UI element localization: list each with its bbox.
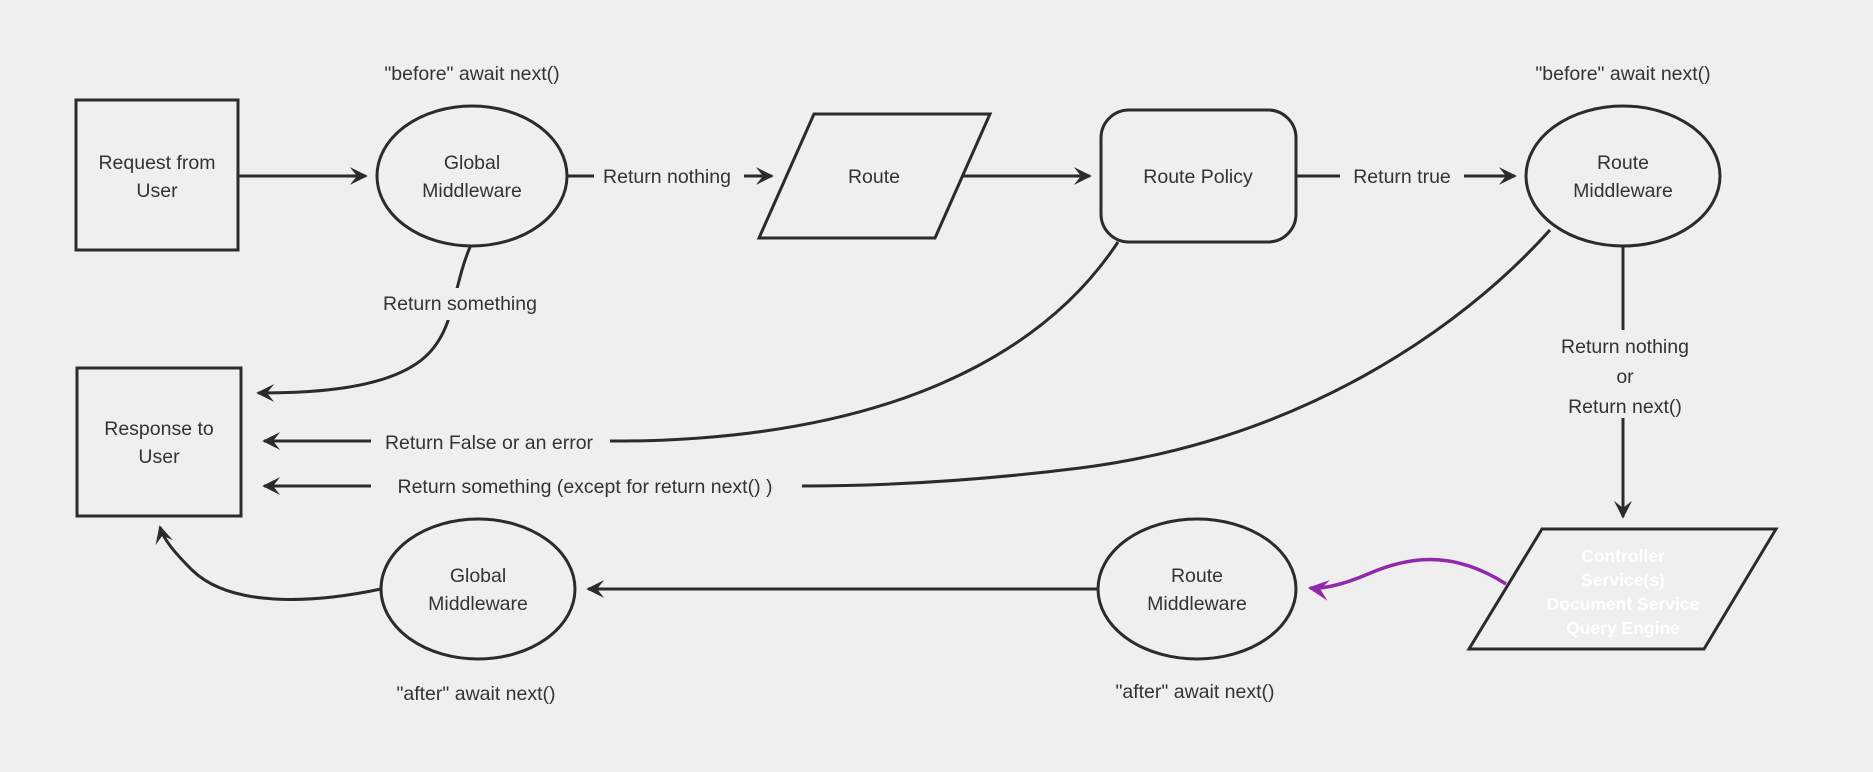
annotation-after-await-route: "after" await next() (1115, 681, 1274, 703)
node-response-to-user-line1: Response to (104, 418, 214, 440)
node-controller-services-line4: Query Engine (1566, 618, 1680, 638)
edge-label-return-something-bg (366, 288, 556, 320)
node-controller-services-line3: Document Service (1547, 594, 1700, 614)
annotation-before-await-route: "before" await next() (1535, 63, 1710, 85)
edge-global-after-to-response (155, 525, 382, 601)
edge-label-return-true: Return true (1353, 166, 1451, 188)
edge-label-return-nothing-or-line3: Return next() (1568, 396, 1682, 418)
annotation-before-await-global: "before" await next() (384, 63, 559, 85)
edge-label-return-something-except: Return something (except for return next… (398, 476, 773, 498)
node-route-middleware-before-line2: Middleware (1573, 180, 1673, 202)
node-request-from-user-line1: Request from (98, 152, 215, 174)
node-global-middleware-before-line1: Global (444, 152, 500, 174)
node-route-middleware-after (1096, 517, 1298, 661)
node-route-middleware-before-line1: Route (1597, 152, 1649, 174)
edge-controller-to-routemw-after (1307, 557, 1507, 601)
node-request-from-user-line2: User (136, 180, 178, 202)
node-route (756, 112, 993, 240)
edge-label-return-something: Return something (383, 293, 537, 315)
edge-label-return-nothing-or-line2: or (1616, 366, 1634, 388)
node-route-label: Route (848, 166, 900, 188)
node-route-policy-label: Route Policy (1143, 166, 1253, 188)
node-route-middleware-after-line2: Middleware (1147, 593, 1247, 615)
edge-label-return-nothing: Return nothing (603, 166, 731, 188)
node-response-to-user (75, 366, 243, 518)
node-global-middleware-after-line2: Middleware (428, 593, 528, 615)
node-global-middleware-after (379, 517, 577, 661)
node-controller-services-line2: Service(s) (1581, 570, 1665, 590)
edge-routemw-to-response-curve (801, 228, 1552, 488)
node-route-middleware-after-line1: Route (1171, 565, 1223, 587)
node-response-to-user-line2: User (138, 446, 180, 468)
node-controller-services-line1: Controller (1581, 546, 1665, 566)
node-route-middleware-before (1524, 104, 1722, 248)
edge-policy-to-response-curve (609, 241, 1120, 443)
node-global-middleware-after-line1: Global (450, 565, 506, 587)
node-request-from-user (74, 98, 240, 252)
node-route-policy (1099, 108, 1298, 244)
edge-label-return-nothing-or-line1: Return nothing (1561, 336, 1689, 358)
node-global-middleware-before (375, 104, 569, 248)
annotation-after-await-global: "after" await next() (396, 683, 555, 705)
node-controller-services (1466, 527, 1779, 651)
node-global-middleware-before-line2: Middleware (422, 180, 522, 202)
edge-label-return-false: Return False or an error (385, 432, 594, 454)
